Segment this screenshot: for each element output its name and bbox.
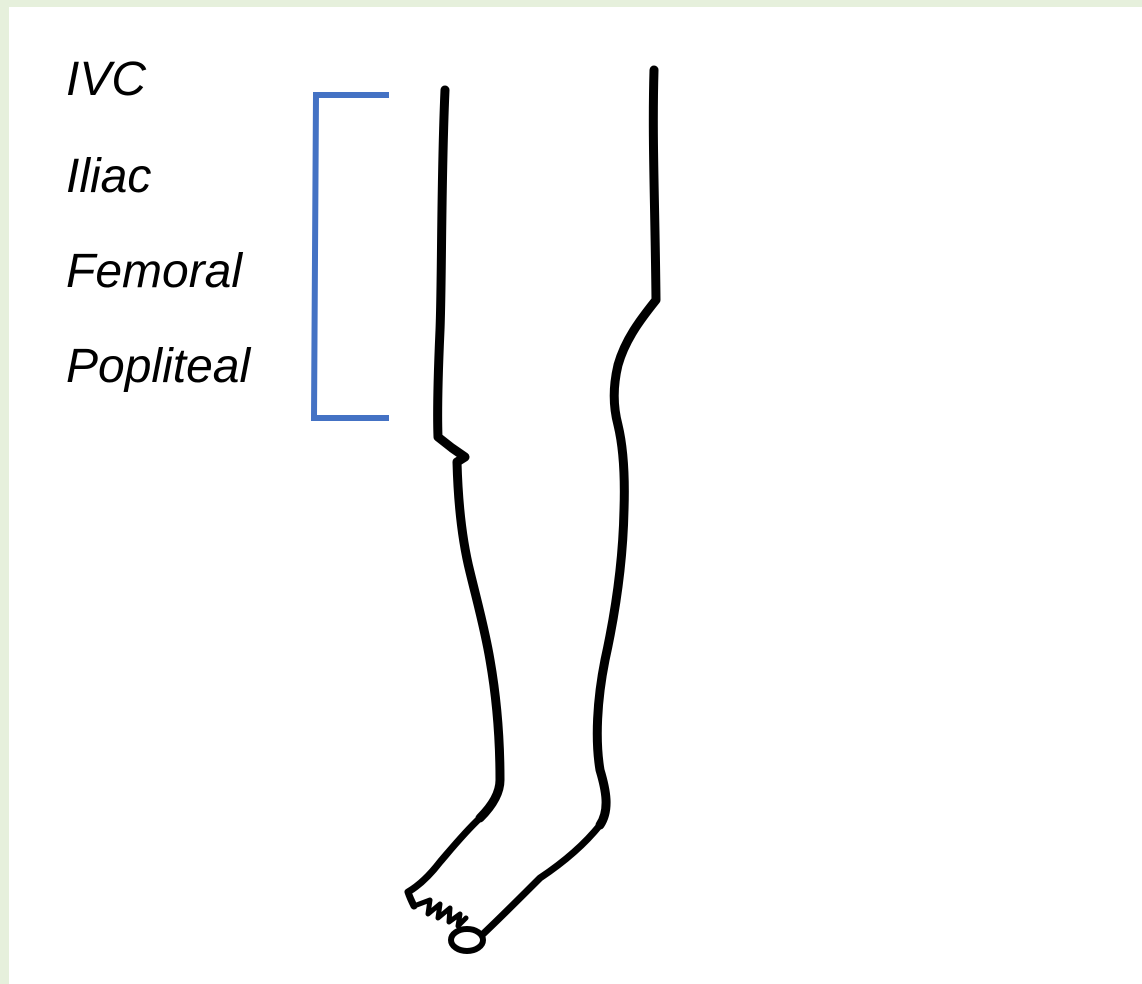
leg-front-contour <box>597 70 656 825</box>
leg-outline <box>408 70 656 935</box>
toes-contour <box>414 900 466 926</box>
leg-back-contour <box>438 90 500 818</box>
foot-sole-contour <box>408 818 480 906</box>
big-toe <box>451 929 483 951</box>
foot-top-contour <box>482 825 600 935</box>
vein-bracket <box>314 95 389 418</box>
